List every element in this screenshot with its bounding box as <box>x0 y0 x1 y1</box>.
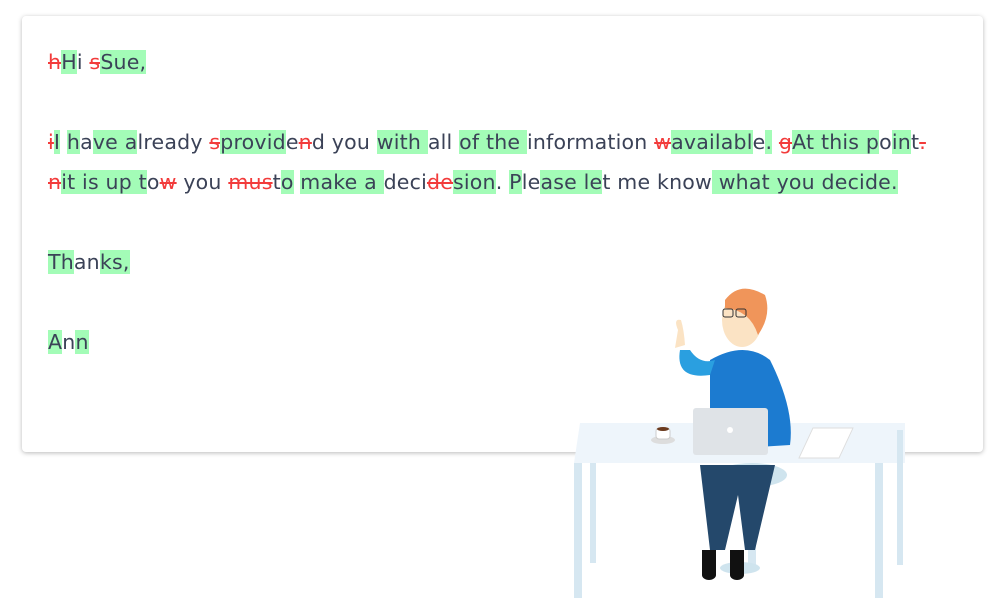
paragraph: iI have already sprovidend you with all … <box>48 122 948 202</box>
deleted-text: . <box>919 130 926 154</box>
unchanged-text: t <box>272 170 281 194</box>
unchanged-text: o <box>879 130 892 154</box>
inserted-text: . <box>765 130 773 154</box>
inserted-text: P <box>509 170 522 194</box>
inserted-text: provid <box>220 130 286 154</box>
unchanged-text: d you <box>311 130 377 154</box>
unchanged-text: a <box>80 130 93 154</box>
inserted-text: of the <box>459 130 527 154</box>
inserted-text: H <box>61 50 77 74</box>
person-at-desk-illustration <box>574 288 905 598</box>
paragraph: hHi sSue, <box>48 42 948 82</box>
inserted-text: it is up t <box>61 170 147 194</box>
thumbs-up-hand <box>675 319 685 348</box>
unchanged-text <box>772 130 779 154</box>
unchanged-text: e <box>752 130 766 154</box>
inserted-text: with <box>376 130 428 154</box>
inserted-text: h <box>66 130 81 154</box>
inserted-text: n <box>75 330 89 354</box>
inserted-text: o <box>280 170 294 194</box>
deleted-text: s <box>89 50 101 74</box>
unchanged-text: you <box>176 170 229 194</box>
inserted-text: what you decide. <box>711 170 898 194</box>
unchanged-text: information <box>526 130 655 154</box>
inserted-text: in <box>891 130 911 154</box>
inserted-text: ase le <box>540 170 603 194</box>
deleted-text: w <box>159 170 177 194</box>
document-diff-card: hHi sSue,iI have already sprovidend you … <box>22 16 983 452</box>
unchanged-text: t me know <box>602 170 712 194</box>
inserted-text: Th <box>48 250 74 274</box>
inserted-text: sion <box>453 170 496 194</box>
inserted-text: make a <box>300 170 384 194</box>
unchanged-text: le <box>521 170 541 194</box>
inserted-text: A <box>48 330 63 354</box>
diff-text: hHi sSue,iI have already sprovidend you … <box>48 42 948 402</box>
inserted-text: Sue, <box>100 50 147 74</box>
inserted-text: I <box>53 130 61 154</box>
deleted-text: i <box>48 130 54 154</box>
inserted-text: ks, <box>99 250 130 274</box>
deleted-text: s <box>209 130 221 154</box>
paragraph: Ann <box>48 322 948 362</box>
inserted-text: At this <box>792 130 866 154</box>
papers <box>798 427 854 459</box>
deleted-text: mus <box>228 170 273 194</box>
inserted-text: ve a <box>92 130 138 154</box>
deleted-text: h <box>48 50 62 74</box>
deleted-text: w <box>654 130 672 154</box>
unchanged-text: o <box>146 170 160 194</box>
unchanged-text: an <box>73 250 100 274</box>
unchanged-text: . <box>495 170 510 194</box>
deleted-text: n <box>298 130 312 154</box>
unchanged-text: lready <box>137 130 210 154</box>
unchanged-text: e <box>285 130 299 154</box>
person-legs <box>700 465 775 550</box>
paragraph: Thanks, <box>48 242 948 282</box>
deleted-text: g <box>778 130 793 154</box>
unchanged-text: i <box>76 50 90 74</box>
unchanged-text: t <box>910 130 920 154</box>
unchanged-text: deci <box>383 170 427 194</box>
inserted-text: availabl <box>671 130 753 154</box>
deleted-text: n <box>48 170 62 194</box>
unchanged-text: all <box>427 130 460 154</box>
deleted-text: de <box>426 170 454 194</box>
inserted-text: p <box>865 130 880 154</box>
unchanged-text <box>60 130 67 154</box>
unchanged-text: n <box>62 330 76 354</box>
